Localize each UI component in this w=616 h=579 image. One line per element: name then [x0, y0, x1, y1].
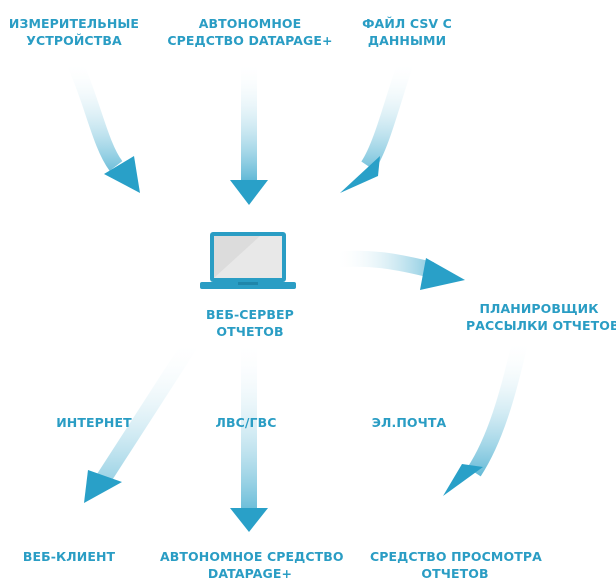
arrow-server-to-web-client — [97, 335, 200, 483]
destination-standalone-datapage: АВТОНОМНОЕ СРЕДСТВО DATAPAGE+ — [160, 549, 344, 579]
source-csv-file: ФАЙЛ CSV С ДАННЫМИ — [362, 16, 452, 48]
arrow-datapage-to-server — [241, 62, 257, 182]
arrow-devices-to-server — [66, 58, 123, 171]
channel-email: ЭЛ.ПОЧТА — [371, 415, 447, 430]
arrow-server-to-datapage-head — [230, 508, 268, 532]
server-label: ВЕБ-СЕРВЕР ОТЧЕТОВ — [206, 307, 294, 339]
arrow-scheduler-to-viewer — [467, 340, 528, 477]
arrow-csv-to-server-head — [340, 156, 380, 193]
arrow-datapage-to-server-head — [230, 180, 268, 205]
channel-lan-wan: ЛВС/ГВС — [215, 415, 277, 430]
arrow-server-to-scheduler-head — [420, 258, 465, 290]
laptop-icon — [200, 232, 296, 289]
destination-web-client: ВЕБ-КЛИЕНТ — [22, 549, 116, 564]
channel-internet: ИНТЕРНЕТ — [56, 415, 132, 430]
arrow-server-to-datapage — [241, 330, 257, 510]
scheduler-label: ПЛАНИРОВЩИК РАССЫЛКИ ОТЧЕТОВ — [466, 301, 616, 333]
source-measuring-devices: ИЗМЕРИТЕЛЬНЫЕ УСТРОЙСТВА — [8, 16, 140, 48]
arrow-scheduler-to-viewer-head — [443, 464, 483, 496]
arrow-csv-to-server — [361, 59, 414, 171]
arrow-devices-to-server-head — [104, 156, 140, 193]
arrow-server-to-scheduler — [332, 250, 434, 278]
destination-report-viewer: СРЕДСТВО ПРОСМОТРА ОТЧЕТОВ — [370, 549, 542, 579]
arrow-server-to-web-client-head — [84, 470, 122, 503]
source-standalone-datapage: АВТОНОМНОЕ СРЕДСТВО DATAPAGE+ — [167, 16, 333, 48]
